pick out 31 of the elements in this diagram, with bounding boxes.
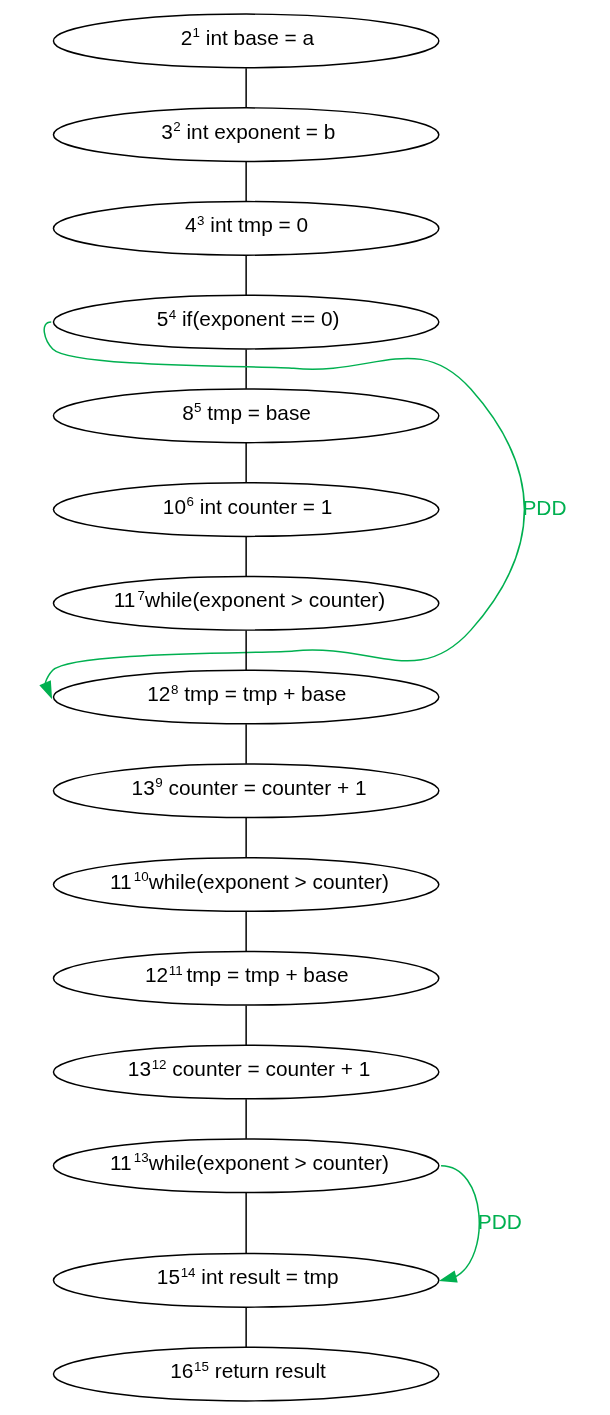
node-ellipse: 3$^{2}$ int exponent = b (52, 107, 440, 163)
connector (245, 911, 247, 953)
connector (245, 1004, 247, 1046)
node-ellipse: 2$^{1}$ int base = a (52, 13, 440, 69)
node-ellipse: 8$^{5}$ tmp = base (52, 388, 440, 444)
node-ellipse: 13$^{9}$ counter = counter + 1 (52, 763, 440, 819)
arrow (39, 321, 525, 700)
node-ellipse: 15$^{14}$ int result = tmp (52, 1252, 440, 1308)
node-ellipse: 16$^{15}$ return result (52, 1346, 440, 1402)
node-ellipse: 11$^{7}$while(exponent > counter) (52, 575, 440, 631)
node-ellipse: 4$^{3}$ int tmp = 0 (52, 200, 440, 256)
node-ellipse: 12$^{11}$ tmp = tmp + base (52, 950, 440, 1006)
node-ellipse: 11$^{10}$while(exponent > counter) (52, 857, 440, 913)
node-ellipse: 5$^{4}$ if(exponent == 0) (52, 294, 440, 350)
connector (245, 536, 247, 578)
node-ellipse: 10$^{6}$ int counter = 1 (52, 482, 440, 538)
connector (245, 67, 247, 109)
connector (245, 442, 247, 484)
connector (245, 629, 247, 671)
connector (245, 1191, 247, 1254)
connector (245, 817, 247, 859)
connector (245, 1306, 247, 1348)
node-ellipse: 13$^{12}$ counter = counter + 1 (52, 1044, 440, 1100)
node-ellipse: 12$^{8}$ tmp = tmp + base (52, 669, 440, 725)
connector (245, 1098, 247, 1140)
connector (245, 161, 247, 203)
connector (245, 348, 247, 390)
node-ellipse: 11$^{13}$while(exponent > counter) (52, 1138, 440, 1194)
arrow (438, 1165, 480, 1283)
connector (245, 723, 247, 765)
connector (245, 254, 247, 296)
